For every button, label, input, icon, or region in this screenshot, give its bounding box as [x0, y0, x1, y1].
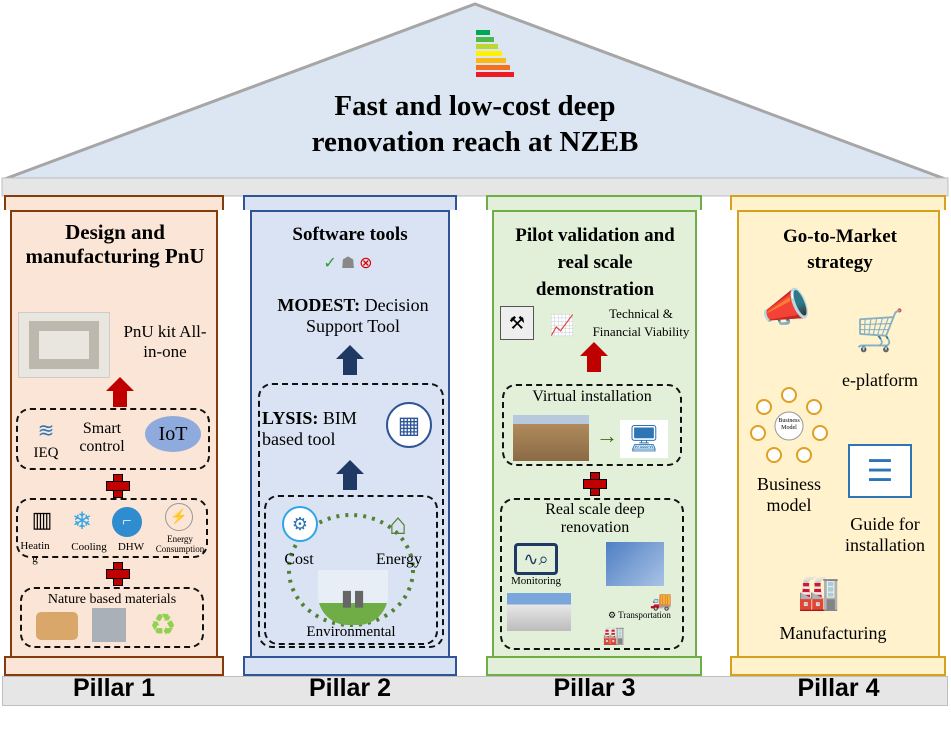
green-arrow-icon: → — [596, 423, 618, 448]
renovated-building-photo — [507, 593, 571, 631]
viability-label: Technical & Financial Viability — [592, 306, 690, 339]
plus-icon — [583, 472, 607, 496]
roof-title-line2: renovation reach at NZEB — [311, 126, 639, 158]
ieq-house-icon: ≋ — [37, 419, 55, 442]
building-photo — [513, 415, 589, 461]
technical-tools-icon: ⚒ — [500, 306, 534, 340]
cost-gear-icon: ⚙ — [282, 506, 318, 542]
up-arrow-icon — [106, 377, 134, 407]
transportation-text: Transportation — [618, 610, 671, 620]
pillar3-title: Pilot validation and real scale demonstr… — [515, 225, 675, 300]
factory-icon: 🏭 — [602, 624, 626, 645]
plus-icon — [106, 474, 130, 498]
virtual-installation-label: Virtual installation — [532, 388, 652, 405]
lysis-label: LYSIS: BIM based tool — [262, 408, 382, 449]
materials-box — [20, 587, 204, 648]
business-model-center-label: Business Model — [778, 418, 800, 431]
monitoring-label: Monitoring — [510, 575, 562, 587]
materials-label: Nature based materials — [47, 592, 177, 607]
energy-house-icon: ⌂ — [388, 508, 407, 541]
iot-label: IoT — [158, 422, 188, 445]
environmental-label: Environmental — [306, 624, 396, 640]
wood-icon — [36, 612, 78, 640]
pillar2-foot — [243, 656, 457, 676]
criteria-box — [264, 495, 438, 645]
modest-name: MODEST: — [277, 295, 361, 315]
energy-plug-icon: ⚡ — [165, 503, 193, 531]
pillar3-label: Pillar 3 — [553, 674, 636, 702]
cooling-label: Cooling — [71, 541, 107, 553]
pillar4-capital — [730, 195, 946, 210]
roof-title: Fast and low-cost deep renovation reach … — [250, 88, 700, 160]
radiator-icon: ▥ — [31, 507, 53, 532]
megaphone-person-icon: 📣 — [761, 284, 811, 330]
virtual-installation-box — [502, 384, 682, 466]
decision-person-icon: ✓ ☗ ⊗ — [323, 255, 373, 272]
dhw-label: DHW — [117, 541, 145, 553]
energy-consumption-label: Energy Consumption — [155, 534, 205, 555]
crane-photo — [606, 542, 664, 586]
recycle-icon: ♻ — [149, 608, 177, 642]
eplatform-icon: 🛒 — [855, 307, 905, 353]
up-arrow-icon — [580, 342, 608, 372]
modest-label: MODEST: Decision Support Tool — [258, 295, 448, 336]
transport-truck-icon: 🚚 — [649, 590, 673, 611]
business-model-label: Business model — [756, 474, 821, 515]
pillar4-title: Go-to-Market strategy — [783, 226, 897, 273]
transportation-label: ⚙ Transportation — [608, 610, 671, 620]
real-scale-label: Real scale deep renovation — [545, 501, 645, 537]
pillar3-foot — [486, 656, 702, 676]
pillar4-label: Pillar 4 — [797, 674, 880, 702]
services-box — [16, 498, 208, 558]
eplatform-label: e-platform — [842, 370, 918, 390]
roof — [1, 2, 949, 197]
energy-label: Energy — [376, 551, 422, 568]
financial-chart-icon: 📈 — [549, 314, 575, 337]
pillar2-label: Pillar 2 — [309, 674, 391, 702]
metal-icon — [92, 608, 126, 642]
pillar4 — [737, 210, 940, 658]
guide-label: Guide for installation — [845, 514, 925, 555]
pnu-kit-image — [18, 312, 110, 378]
pillar2-title: Software tools — [292, 224, 408, 245]
pillar1-label: Pillar 1 — [73, 674, 155, 702]
modest-description: Decision Support Tool — [306, 295, 429, 336]
heating-label: Heatin g — [20, 540, 50, 565]
pillar1-foot — [4, 656, 224, 676]
pillar1-capital — [4, 195, 224, 210]
smart-control-label: Smart control — [79, 420, 125, 456]
faucet-icon: ⌐ — [112, 507, 142, 537]
base — [2, 676, 948, 706]
pnu-kit-label: PnU kit All-in-one — [123, 322, 207, 361]
lysis-box — [258, 383, 444, 648]
lysis-name: LYSIS: — [262, 408, 319, 428]
pillar3-capital — [486, 195, 702, 210]
guide-book-icon: ☰ — [848, 444, 912, 498]
cycle-dotted-circle — [287, 513, 415, 627]
manufacturing-factory-icon: 🏭 — [797, 575, 841, 612]
ieq-label: IEQ — [33, 445, 59, 461]
pillar1-title: Design and manufacturing PnU — [25, 220, 205, 269]
smart-control-box — [16, 408, 210, 470]
manufacturing-label: Manufacturing — [779, 623, 887, 643]
monitoring-icon: ∿⌕ — [514, 543, 558, 575]
environment-city-icon: ▮▮ — [318, 570, 388, 625]
roof-title-line1: Fast and low-cost deep — [334, 90, 616, 122]
business-model-icon — [750, 387, 828, 463]
snowflake-icon: ❄ — [71, 508, 93, 535]
pillar4-foot — [730, 656, 946, 676]
pillar2-capital — [243, 195, 457, 210]
up-arrow-icon — [336, 460, 364, 490]
up-arrow-icon — [336, 345, 364, 375]
cost-label: Cost — [284, 551, 314, 568]
lysis-description: BIM based tool — [262, 408, 357, 449]
plus-icon — [106, 562, 130, 586]
computer-icon: 🖥 — [620, 420, 668, 458]
building-icon: ▦ — [386, 402, 432, 448]
energy-label-icon — [476, 30, 514, 77]
real-scale-box — [500, 498, 684, 650]
iot-badge: IoT — [145, 416, 201, 452]
